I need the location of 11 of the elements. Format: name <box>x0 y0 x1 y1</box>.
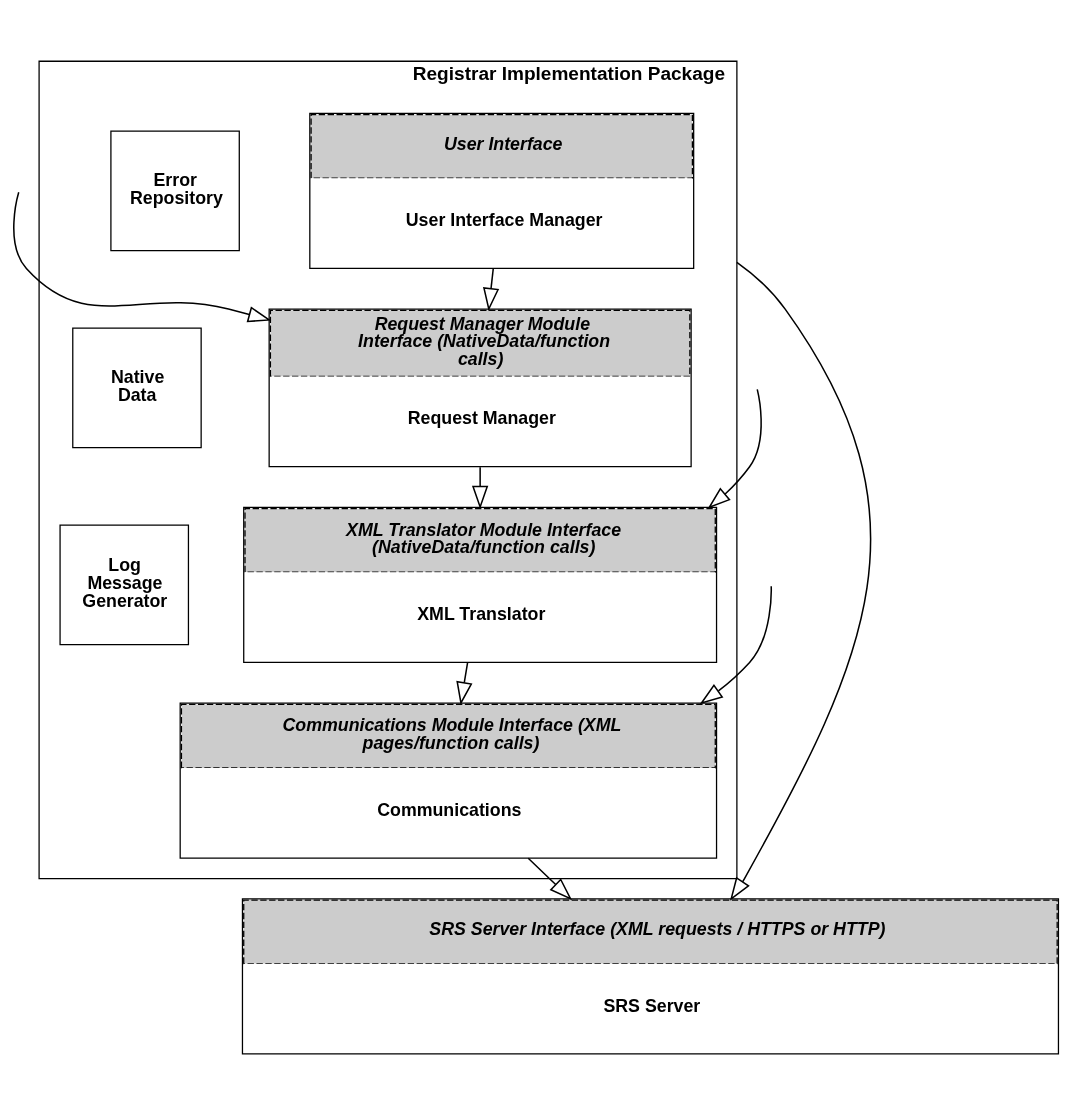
arrow <box>471 465 489 509</box>
arrow <box>456 661 473 705</box>
arrow <box>729 261 872 901</box>
arrow <box>13 191 272 322</box>
node-box: Log Message Generator <box>59 524 190 645</box>
node-box: Native Data <box>72 327 202 448</box>
arrow <box>699 585 772 704</box>
node-box: Error Repository <box>110 130 240 251</box>
arrow <box>482 267 500 311</box>
arrow <box>527 857 573 900</box>
arrow <box>707 388 762 509</box>
